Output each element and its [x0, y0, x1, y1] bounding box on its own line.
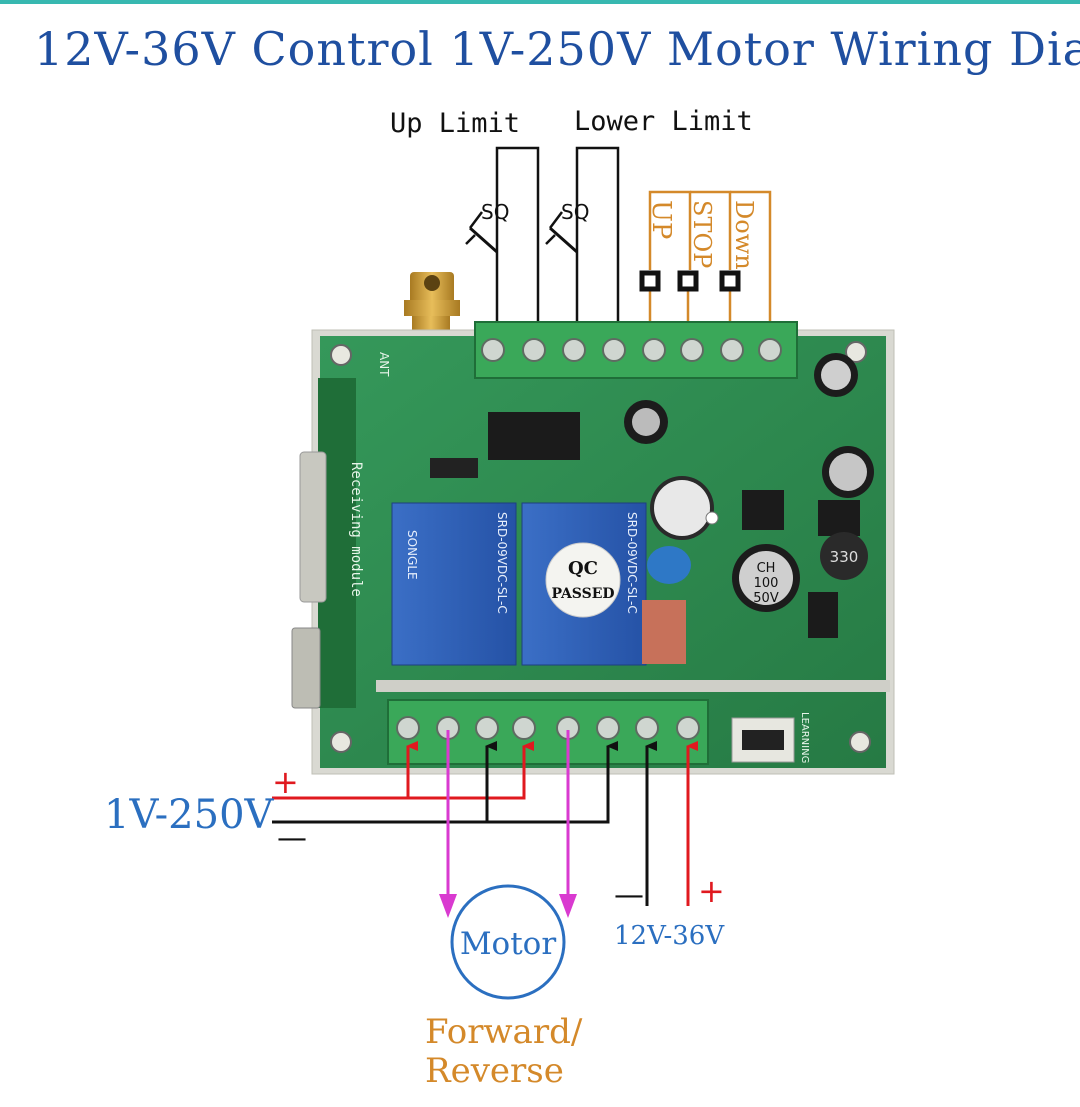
bottom-terminal-screws: [396, 716, 700, 740]
antenna-label: ANT: [377, 352, 391, 377]
motor-caption-forward: Forward/: [425, 1012, 583, 1052]
relay-1-label: SRD-09VDC-SL-C: [495, 512, 509, 614]
ac-minus-sign: —: [277, 821, 307, 856]
relay-2-label: SRD-09VDC-SL-C: [625, 512, 639, 614]
up-switch-sq-label: SQ: [481, 200, 509, 224]
top-terminal-screw-1: [481, 338, 505, 362]
qc-label: QC: [568, 558, 598, 579]
capacitor-value-label: 100: [754, 576, 779, 591]
motor-label: Motor: [460, 926, 557, 962]
dc-voltage-label: 12V-36V: [614, 921, 725, 951]
motor-arrowheads: [439, 894, 577, 918]
lower-limit-label: Lower Limit: [574, 106, 753, 137]
qc-passed-label: PASSED: [551, 586, 614, 602]
ac-power-wiring: [272, 741, 618, 824]
dc-plus-sign: +: [698, 872, 725, 910]
button-wiring: [648, 190, 772, 322]
up-limit-label: Up Limit: [390, 108, 520, 139]
relay-brand-label: SONGLE: [405, 530, 419, 580]
bottom-terminal-screw-8: [676, 716, 700, 740]
top-terminal-screw-8: [758, 338, 782, 362]
limit-switch-wiring: [465, 146, 620, 322]
top-terminal-screws: [481, 338, 782, 362]
top-terminal-screw-2: [522, 338, 546, 362]
motor-wiring: [446, 730, 570, 896]
top-terminal-screw-7: [720, 338, 744, 362]
top-terminal-screw-6: [680, 338, 704, 362]
top-terminal-screw-5: [642, 338, 666, 362]
diagram-title: 12V-36V Control 1V-250V Motor Wiring Dia: [34, 22, 1080, 76]
ac-plus-sign: +: [272, 763, 299, 801]
dc-power-wiring: [645, 741, 698, 906]
button-down-label: Down: [730, 200, 758, 270]
pcb-board: Receiving module ANT SRD-09VDC-SL-C SRD-…: [291, 321, 895, 775]
bottom-terminal-screw-6: [596, 716, 620, 740]
top-terminal-screw-3: [562, 338, 586, 362]
bottom-terminal-screw-4: [512, 716, 536, 740]
bottom-terminal-screw-3: [475, 716, 499, 740]
inductor-label: 330: [830, 548, 859, 566]
button-up-label: UP: [646, 200, 676, 239]
motor-caption-reverse: Reverse: [425, 1051, 564, 1091]
button-stop-label: STOP: [688, 200, 716, 268]
capacitor-ch-label: CH: [757, 561, 776, 576]
capacitor-voltage-label: 50V: [753, 591, 779, 606]
motor-circle: [450, 884, 566, 1000]
bottom-terminal-screw-7: [635, 716, 659, 740]
top-accent-bar: [0, 0, 1080, 4]
bottom-terminal-screw-1: [396, 716, 420, 740]
top-terminal-screw-4: [602, 338, 626, 362]
dc-minus-sign: —: [614, 878, 644, 913]
receiving-module-label: Receiving module: [348, 462, 364, 597]
button-terminal-pads: [639, 270, 741, 292]
lower-switch-sq-label: SQ: [561, 200, 589, 224]
learning-label: LEARNING: [799, 712, 810, 763]
ac-voltage-label: 1V-250V: [104, 792, 275, 838]
